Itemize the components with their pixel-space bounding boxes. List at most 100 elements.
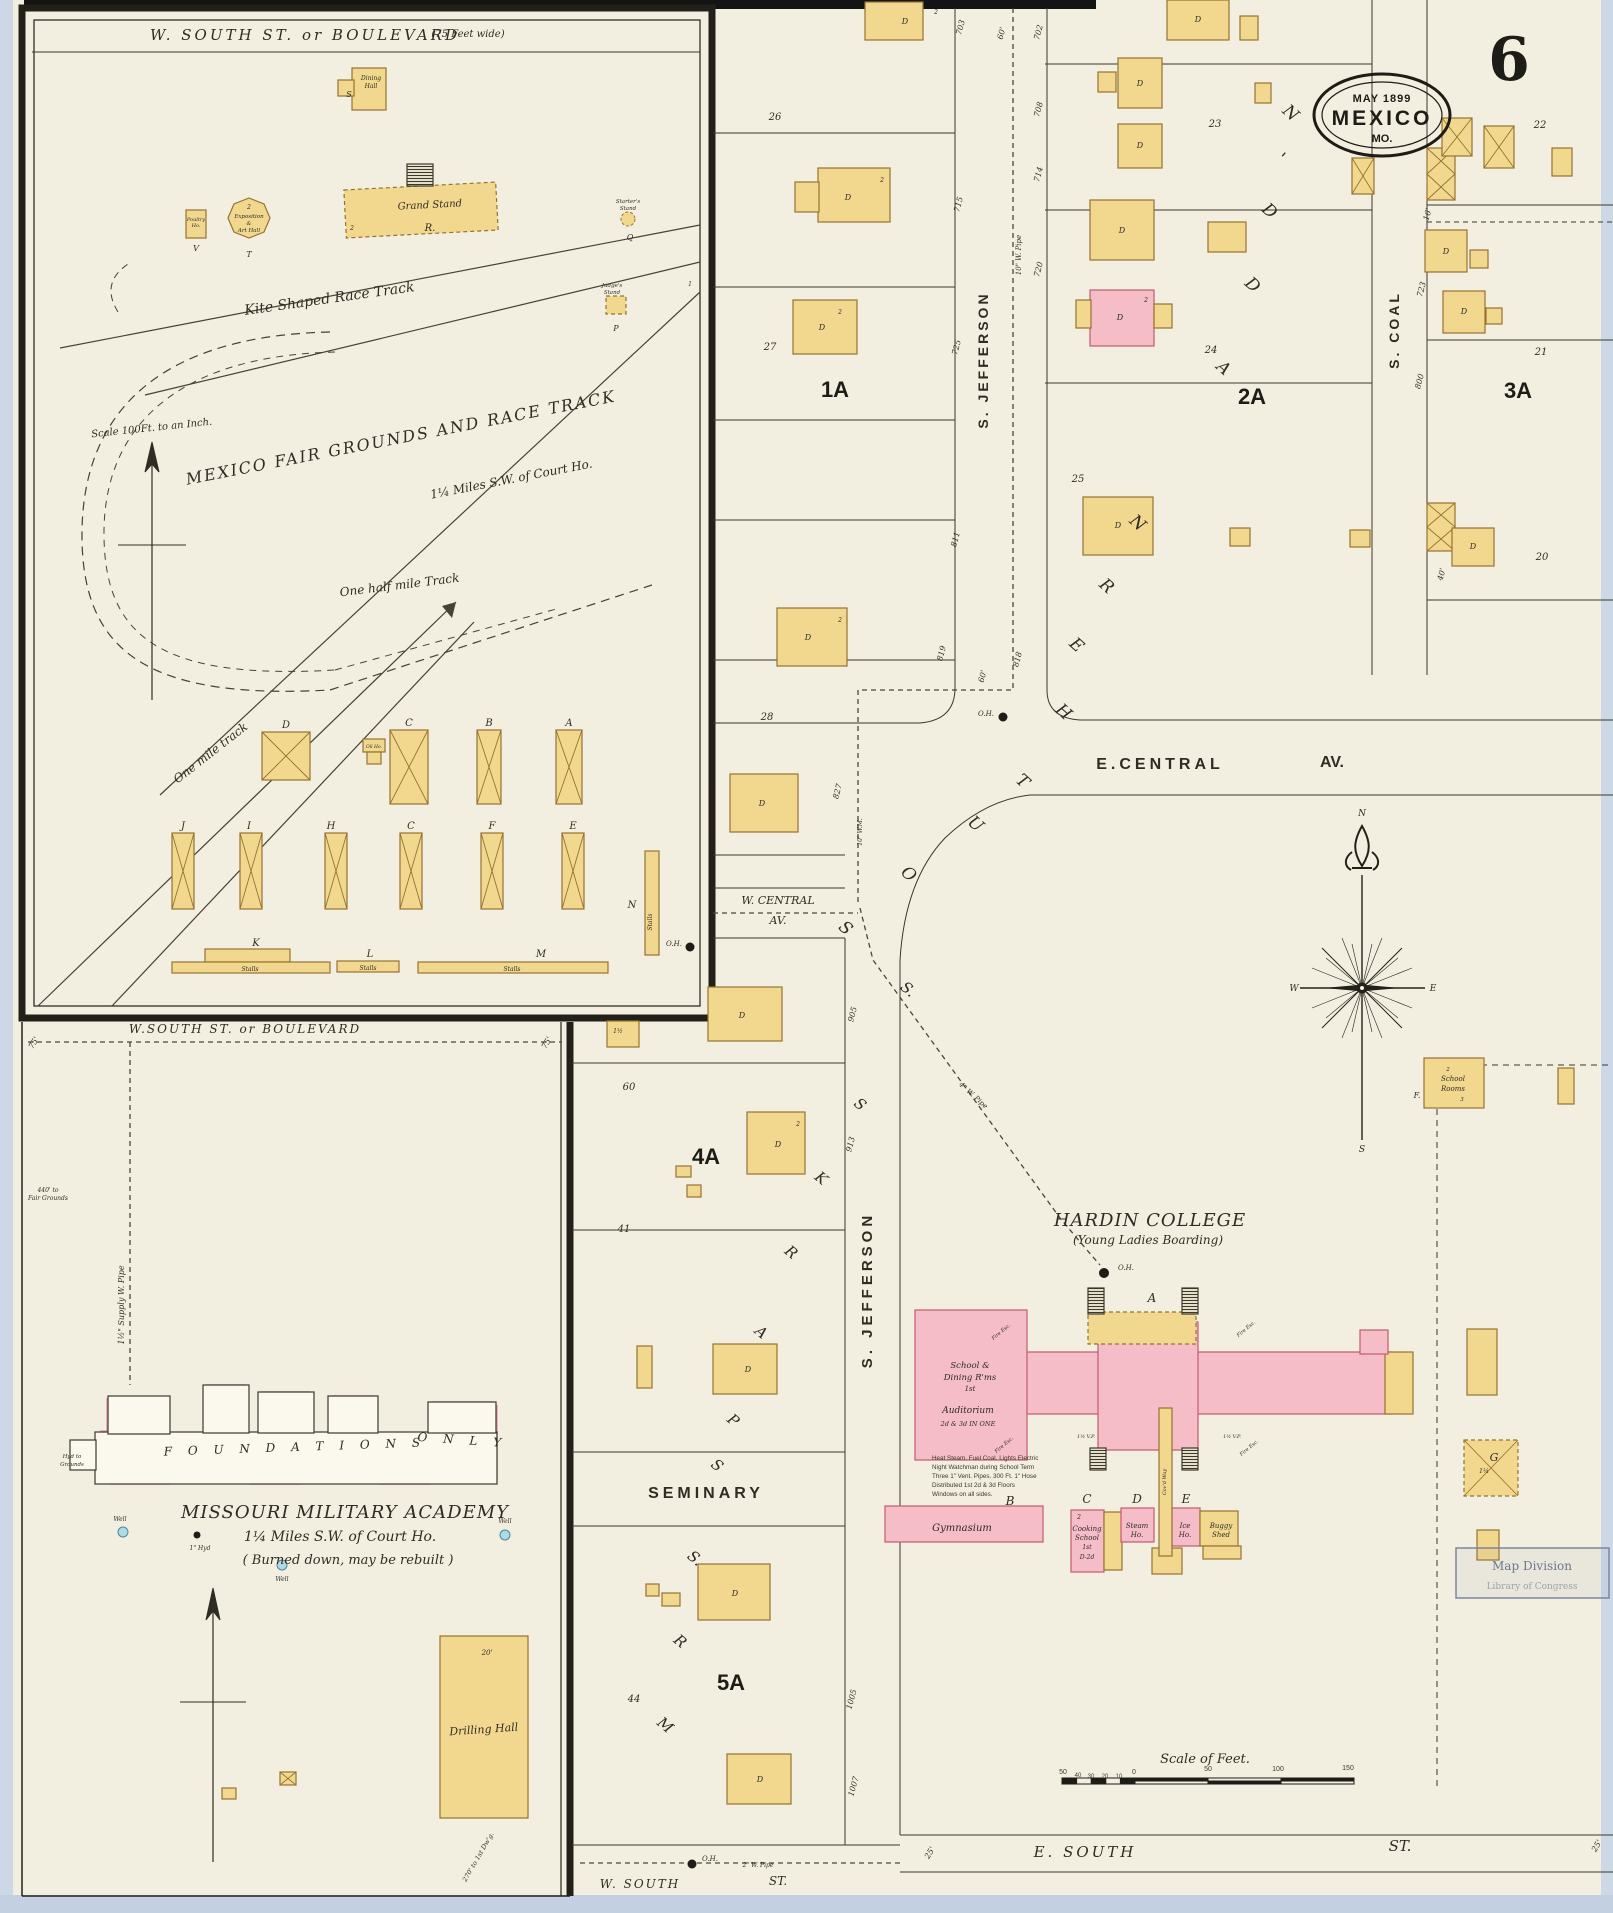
building-footprint xyxy=(1117,57,1163,109)
map-label: 10" W.M. xyxy=(857,818,864,845)
map-label: Judge's xyxy=(601,283,623,289)
map-label: I xyxy=(246,821,252,832)
map-label: 30 xyxy=(1088,1774,1095,1780)
library-stamp-line2: Library of Congress xyxy=(1487,1582,1578,1592)
map-label: D xyxy=(1469,542,1477,551)
panel-borders xyxy=(18,4,716,1897)
map-label: 723 xyxy=(1415,281,1428,298)
map-label: (75 Feet wide) xyxy=(431,29,504,40)
map-label: 1½" Supply W. Pipe xyxy=(117,1265,126,1345)
building-footprint xyxy=(171,961,331,974)
gymnasium-label: Gymnasium xyxy=(932,1523,992,1534)
building-footprint xyxy=(351,67,387,111)
map-label: 2 xyxy=(1445,1067,1450,1073)
map-label: Shed xyxy=(1212,1531,1230,1539)
street-label-s-jefferson-upper: S. JEFFERSON xyxy=(975,291,991,428)
building-footprint xyxy=(107,1395,171,1435)
map-label: AV. xyxy=(769,914,787,927)
map-label: Cooking xyxy=(1072,1525,1102,1533)
building-footprint xyxy=(1166,0,1230,41)
building-footprint xyxy=(336,960,400,973)
map-label: D xyxy=(1116,313,1124,322)
building-footprint xyxy=(1181,1447,1199,1471)
map-label: Well xyxy=(275,1576,288,1583)
building-footprint xyxy=(817,167,891,223)
building-footprint xyxy=(1070,1509,1105,1573)
map-label: C xyxy=(1082,1492,1091,1506)
map-label: Buggy xyxy=(1209,1522,1234,1530)
map-label: 2" W. Pipe xyxy=(742,1862,774,1869)
building-footprint xyxy=(712,1343,778,1395)
building-footprint xyxy=(417,961,609,974)
map-label: Cov'd Way xyxy=(1162,1469,1168,1496)
map-label: 913 xyxy=(844,1136,857,1153)
map-label: Ho. xyxy=(1178,1531,1191,1539)
map-label: 1¼ Miles S.W. of Court Ho. xyxy=(244,1529,436,1545)
exposition-hall-octagon xyxy=(227,197,271,239)
map-label: 21 xyxy=(1534,347,1548,358)
map-label: 2 xyxy=(246,204,251,211)
building-footprint xyxy=(406,163,434,187)
building-footprint xyxy=(185,209,207,239)
building-footprint xyxy=(427,1401,497,1434)
map-label: 23 xyxy=(1208,119,1222,130)
map-label: 24 xyxy=(1204,345,1218,356)
building-footprint xyxy=(675,1165,692,1178)
map-label: D xyxy=(758,799,766,808)
map-label: Art Hall xyxy=(237,228,260,234)
building-footprint xyxy=(94,1431,498,1485)
date-stamp-oval: MAY 1899 MEXICO MO. xyxy=(1312,72,1452,158)
map-label: Auditorium xyxy=(941,1406,993,1416)
building-footprint xyxy=(202,1384,250,1434)
building-footprint xyxy=(1426,502,1456,552)
grand-stand-label: Grand Stand xyxy=(397,198,462,212)
building-footprint xyxy=(1349,529,1371,548)
street-label-w-south-boulevard-academy: W.SOUTH ST. or BOULEVARD xyxy=(129,1022,361,1036)
map-label: School xyxy=(1075,1534,1099,1542)
building-footprint xyxy=(1120,1507,1155,1543)
map-label: 20 xyxy=(1535,552,1549,563)
building-footprint xyxy=(794,181,820,213)
map-label: 22 xyxy=(1533,120,1547,131)
map-label: D xyxy=(738,1011,746,1020)
map-label: Exposition xyxy=(233,214,264,220)
building-footprint xyxy=(776,607,848,667)
building-footprint xyxy=(1202,1545,1242,1560)
map-label: Stalls xyxy=(503,966,520,973)
building-footprint xyxy=(555,729,583,805)
map-label: D xyxy=(804,633,812,642)
building-footprint xyxy=(707,986,783,1042)
map-label: ( Burned down, may be rebuilt ) xyxy=(243,1553,454,1568)
map-label: 818 xyxy=(1011,651,1024,668)
map-label: 2 xyxy=(1076,1514,1081,1521)
map-label: Grounds xyxy=(60,1462,84,1468)
map-label: Hall xyxy=(364,83,378,90)
building-footprint xyxy=(884,1505,1044,1543)
map-label: 1st xyxy=(1082,1544,1092,1551)
map-label: 2 xyxy=(795,1121,800,1128)
map-label: V xyxy=(193,244,200,253)
sheet-number: 6 xyxy=(1488,25,1530,95)
map-label: Stalls xyxy=(359,965,376,972)
building-footprint xyxy=(1463,1439,1519,1497)
map-label: D xyxy=(1194,15,1202,24)
map-label: R. xyxy=(424,223,436,234)
map-label: 50 xyxy=(1204,1766,1212,1773)
building-footprint xyxy=(864,1,924,41)
map-label: D-2d xyxy=(1079,1554,1095,1561)
map-label: 720 xyxy=(1032,261,1045,278)
map-label: N xyxy=(627,900,638,911)
map-label: 708 xyxy=(1032,101,1045,118)
map-label: 44 xyxy=(627,1694,641,1705)
map-label: 1½ V.P. xyxy=(1077,1433,1095,1440)
building-footprint xyxy=(1158,1407,1173,1557)
building-footprint xyxy=(279,1771,297,1786)
block-5a: 5A xyxy=(717,1670,745,1695)
building-footprint xyxy=(171,832,195,910)
map-label: 40' xyxy=(1435,567,1447,582)
map-label: Ho. xyxy=(1130,1531,1143,1539)
map-label: ST. xyxy=(769,1874,787,1888)
map-label: 2 xyxy=(1143,297,1148,304)
block-1a: 1A xyxy=(821,377,849,402)
buildings-layer xyxy=(69,0,1575,1819)
